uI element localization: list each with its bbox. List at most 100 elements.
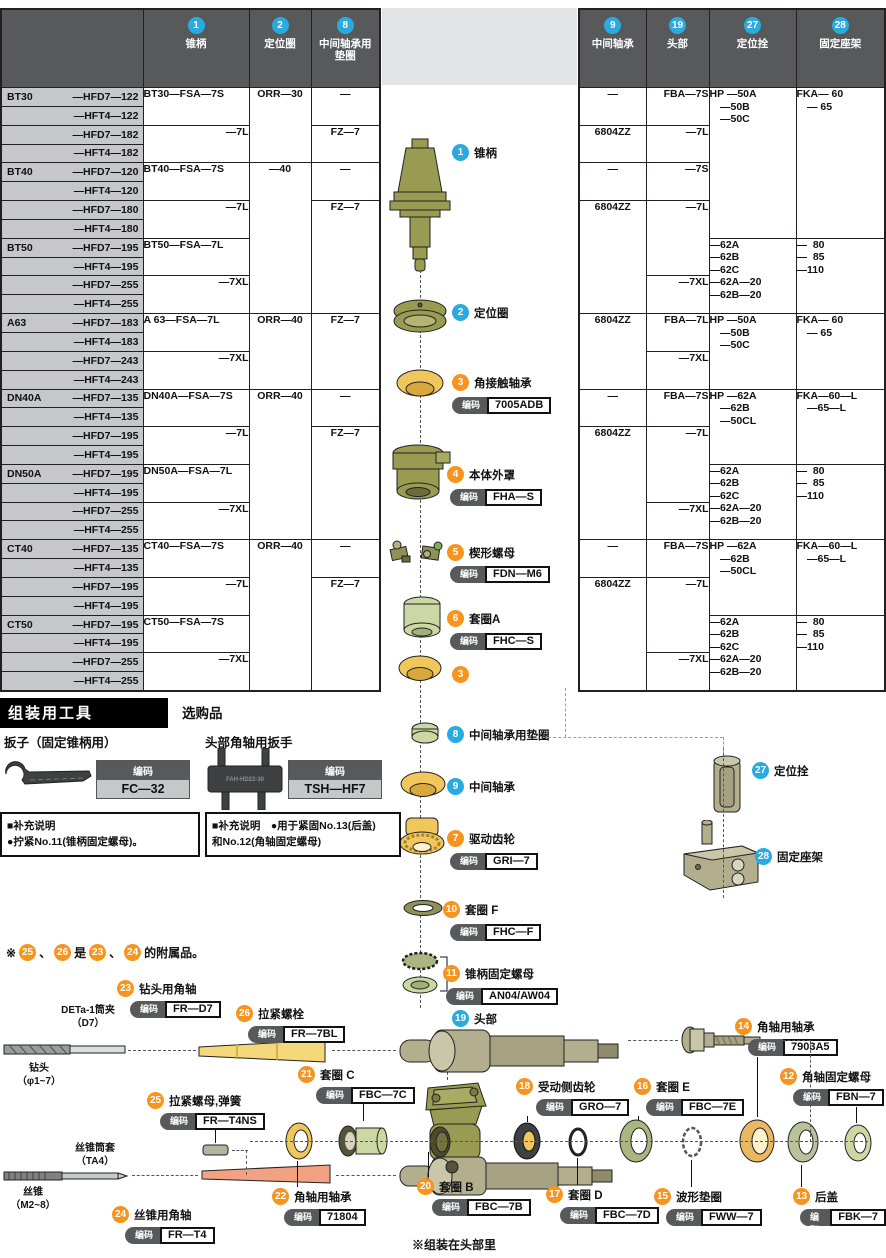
axis-dash: [723, 748, 724, 898]
diagram-band: [382, 8, 577, 85]
angle-shaft-nut-part: [844, 1124, 872, 1162]
connector-line: [363, 1103, 364, 1121]
shank-cell: DN50A—FSA—7L: [142, 463, 250, 503]
item-10-badge: 10: [443, 901, 460, 918]
model-label: —HFT4—195: [0, 595, 144, 616]
item-2-badge: 2: [452, 304, 469, 321]
tap-part: [3, 1171, 129, 1181]
connector-line: [215, 1130, 216, 1143]
collar-f-part: [403, 900, 443, 916]
item-5-badge: 5: [447, 544, 464, 561]
pin-cell: —62A —62B —62C —62A—20 —62B—20: [708, 463, 797, 541]
drill-label: 钻头 （φ1~7）: [16, 1063, 62, 1087]
model-label: —HFT4—255: [0, 671, 144, 691]
washer-cell: —: [310, 388, 381, 428]
model-label: —HFD7—243: [0, 350, 144, 371]
wrench2-label: 头部角轴用扳手: [205, 736, 293, 750]
axis-dash: [810, 1040, 811, 1142]
pin-cell: HP —50A —50B —50C: [708, 87, 797, 239]
model-label: DN40A—HFD7—135: [0, 388, 144, 409]
model-label: —HFD7—195: [0, 576, 144, 597]
fixing-bracket-part: [683, 820, 760, 891]
wrench1-code-badge: 编码 FC—32: [96, 760, 190, 799]
col-27-badge: 27: [744, 17, 761, 34]
connector-line: [297, 1161, 298, 1187]
item-25-badge: 25: [147, 1092, 164, 1109]
tap-sleeve-label: 丝锥筒套 （TA4）: [75, 1143, 115, 1167]
bracket-cell: FKA—60—L —65—L: [795, 539, 886, 616]
item-14-badge: 14: [735, 1018, 752, 1035]
connector-line: [428, 1152, 429, 1177]
connector-line: [801, 1165, 802, 1187]
shank-cell: —7XL: [142, 501, 250, 541]
collar-d-part: [568, 1127, 588, 1157]
corner-header: [0, 8, 144, 88]
model-label: —HFT4—195: [0, 445, 144, 465]
item-21-badge: 21: [298, 1066, 315, 1083]
washer-cell: —: [310, 162, 381, 202]
col-28-badge: 28: [831, 17, 849, 34]
model-label: BT50—HFD7—195: [0, 237, 144, 258]
shank-cell: —7L: [142, 200, 250, 239]
model-label: —HFD7—182: [0, 124, 144, 145]
model-label: —HFT4—243: [0, 369, 144, 390]
head-cell: —7XL: [645, 652, 710, 691]
washer-cell: FZ—7: [310, 200, 381, 315]
shank-cell: —7L: [142, 576, 250, 616]
pin-cell: HP —62A —62B —50CL: [708, 388, 797, 465]
item-18-badge: 18: [516, 1078, 533, 1095]
shank-cell: CT50—FSA—7S: [142, 614, 250, 654]
bearing-washer-part: [411, 722, 439, 744]
axis-dash: [332, 1050, 396, 1051]
tension-nut-spring-part: [202, 1144, 229, 1156]
item-11-badge: 11: [443, 965, 460, 982]
head-cell: FBA—7L: [645, 313, 710, 352]
shank-cell: A 63—FSA—7L: [142, 313, 250, 352]
wrench1-label: 扳子（固定锥柄用）: [4, 736, 117, 750]
item-17-badge: 17: [546, 1186, 563, 1203]
callout-3b: 3: [452, 666, 469, 683]
item-20-badge: 20: [417, 1178, 434, 1195]
shank-cell: —7L: [142, 426, 250, 465]
washer-cell: —: [310, 539, 381, 578]
pin-cell: —62A —62B —62C —62A—20 —62B—20: [708, 614, 797, 692]
positioning-ring-part: [393, 299, 447, 333]
model-label: —HFT4—195: [0, 633, 144, 654]
item-4-badge: 4: [447, 466, 464, 483]
shank-cell: —7XL: [142, 652, 250, 691]
model-label: CT50—HFD7—195: [0, 614, 144, 635]
ring-cell: ORR—40: [248, 313, 312, 390]
model-label: CT40—HFD7—135: [0, 539, 144, 560]
model-label: —HFT4—180: [0, 218, 144, 239]
item-12-badge: 12: [780, 1068, 797, 1085]
table-connector-dash: [565, 688, 566, 737]
axis-dash: [768, 1040, 810, 1041]
model-label: —HFT4—255: [0, 520, 144, 541]
tap-label: 丝锥 （M2~8）: [10, 1187, 56, 1211]
col-9-badge: 9: [604, 17, 622, 34]
head-cell: —7XL: [645, 501, 710, 541]
drill-angle-shaft-part: [399, 1029, 619, 1073]
item-24-badge: 24: [112, 1206, 129, 1223]
